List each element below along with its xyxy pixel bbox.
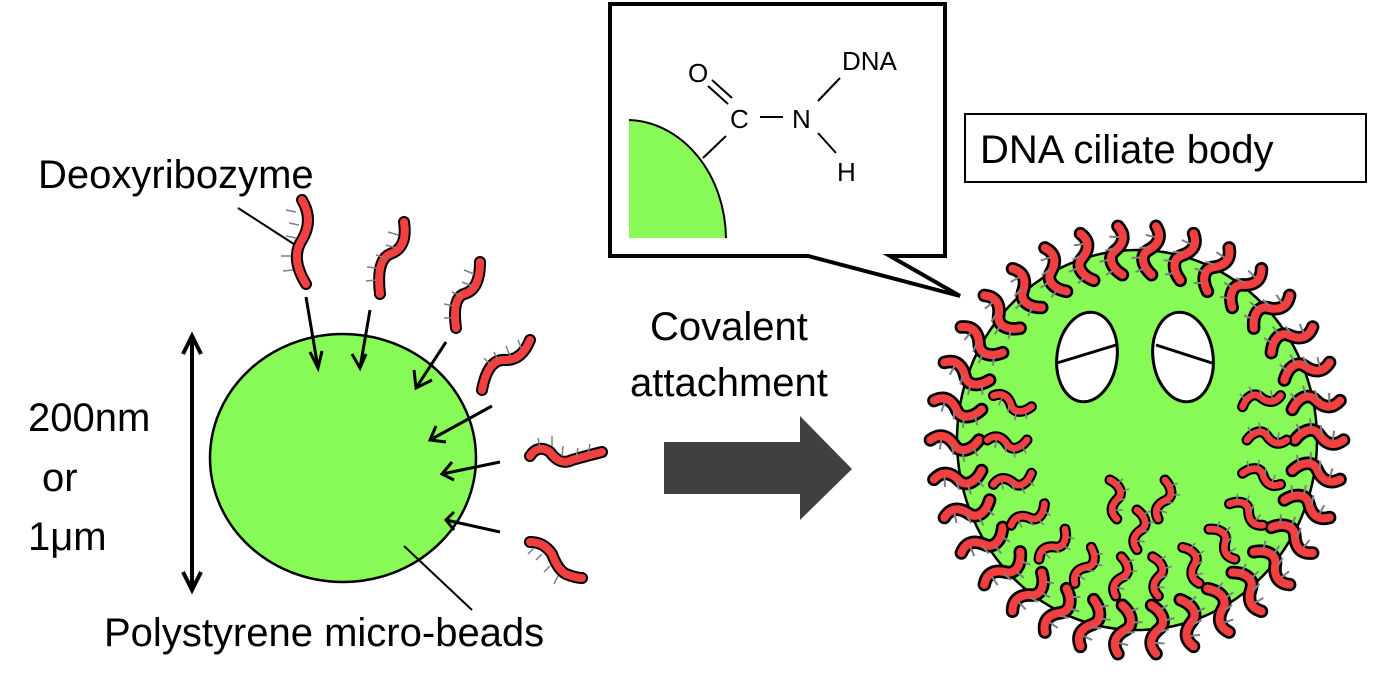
process-arrow (664, 416, 852, 520)
free-strand (476, 334, 536, 396)
attachment-arrows (304, 296, 501, 534)
atom-oxygen: O (688, 58, 708, 88)
deoxyribozyme-label: Deoxyribozyme (38, 153, 314, 197)
ciliate-eye-left (1055, 310, 1119, 404)
free-strand (281, 194, 314, 290)
free-strand (443, 256, 486, 334)
deoxyribozyme-pointer (237, 207, 301, 249)
dna-group-label: DNA (842, 46, 898, 76)
result-label-box (964, 113, 1367, 183)
free-strand (524, 536, 588, 585)
free-strand (365, 216, 411, 300)
size-label-or: or (42, 456, 78, 500)
size-label-1um: 1μm (28, 515, 107, 559)
process-label-line1: Covalent (650, 305, 808, 349)
size-label-200nm: 200nm (28, 396, 150, 440)
atom-nitrogen: N (792, 104, 811, 134)
ciliate-eye-right (1151, 310, 1215, 404)
size-indicator-arrow (181, 331, 203, 595)
result-label: DNA ciliate body (980, 128, 1273, 172)
process-label-line2: attachment (630, 361, 828, 405)
free-strand (524, 436, 608, 468)
atom-hydrogen: H (837, 157, 856, 187)
beads-pointer (403, 545, 473, 611)
beads-label: Polystyrene micro-beads (104, 611, 544, 655)
polystyrene-bead (208, 332, 478, 584)
chemistry-callout (608, 2, 961, 298)
atom-carbon: C (730, 104, 749, 134)
